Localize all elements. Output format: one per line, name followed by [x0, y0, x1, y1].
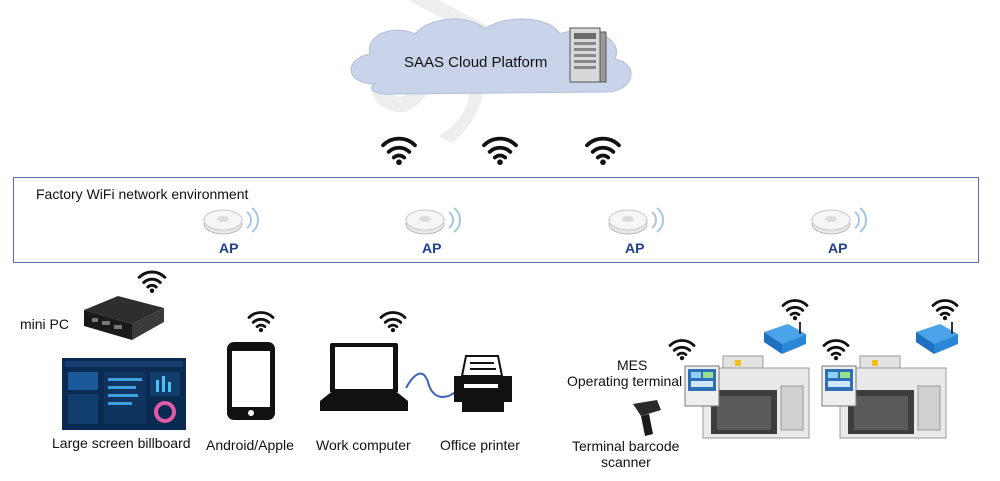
phone-label: Android/Apple	[206, 437, 294, 453]
iot-gateway-icon	[764, 322, 806, 354]
mes-label-line2: Operating terminal	[567, 373, 683, 389]
wifi-icon	[380, 134, 418, 166]
wifi-icon	[378, 309, 408, 333]
ap-label: AP	[625, 240, 645, 256]
ap-label: AP	[219, 240, 239, 256]
barcode-scanner-icon	[633, 400, 661, 436]
cnc-machine	[684, 355, 810, 439]
cable-line	[405, 372, 459, 398]
access-point-icon	[403, 204, 467, 238]
wifi-icon	[481, 134, 519, 166]
scanner-label-line2: scanner	[601, 454, 651, 470]
wifi-icon	[246, 309, 276, 333]
ap-label: AP	[828, 240, 848, 256]
printer-icon	[454, 355, 512, 412]
mini-pc-label: mini PC	[20, 316, 70, 332]
cloud-label: SAAS Cloud Platform	[404, 54, 548, 71]
mes-label-line1: MES	[617, 357, 648, 373]
phone-icon	[227, 342, 275, 420]
computer-label: Work computer	[316, 437, 411, 453]
ap-label: AP	[422, 240, 442, 256]
access-point-icon	[606, 204, 670, 238]
billboard-screen	[62, 358, 186, 430]
scanner-label-line1: Terminal barcode	[572, 438, 680, 454]
printer-label: Office printer	[440, 437, 520, 453]
cnc-machine	[821, 355, 947, 439]
mini-pc-icon	[84, 296, 164, 340]
cloud-shape	[350, 18, 632, 95]
network-label: Factory WiFi network environment	[36, 186, 249, 202]
billboard-label: Large screen billboard	[52, 435, 191, 451]
wifi-icon	[584, 134, 622, 166]
access-point-icon	[809, 204, 873, 238]
access-point-icon	[201, 204, 265, 238]
iot-gateway-icon	[916, 322, 958, 354]
wifi-icon	[821, 337, 851, 361]
server-icon	[569, 27, 607, 83]
laptop-icon	[320, 343, 408, 411]
